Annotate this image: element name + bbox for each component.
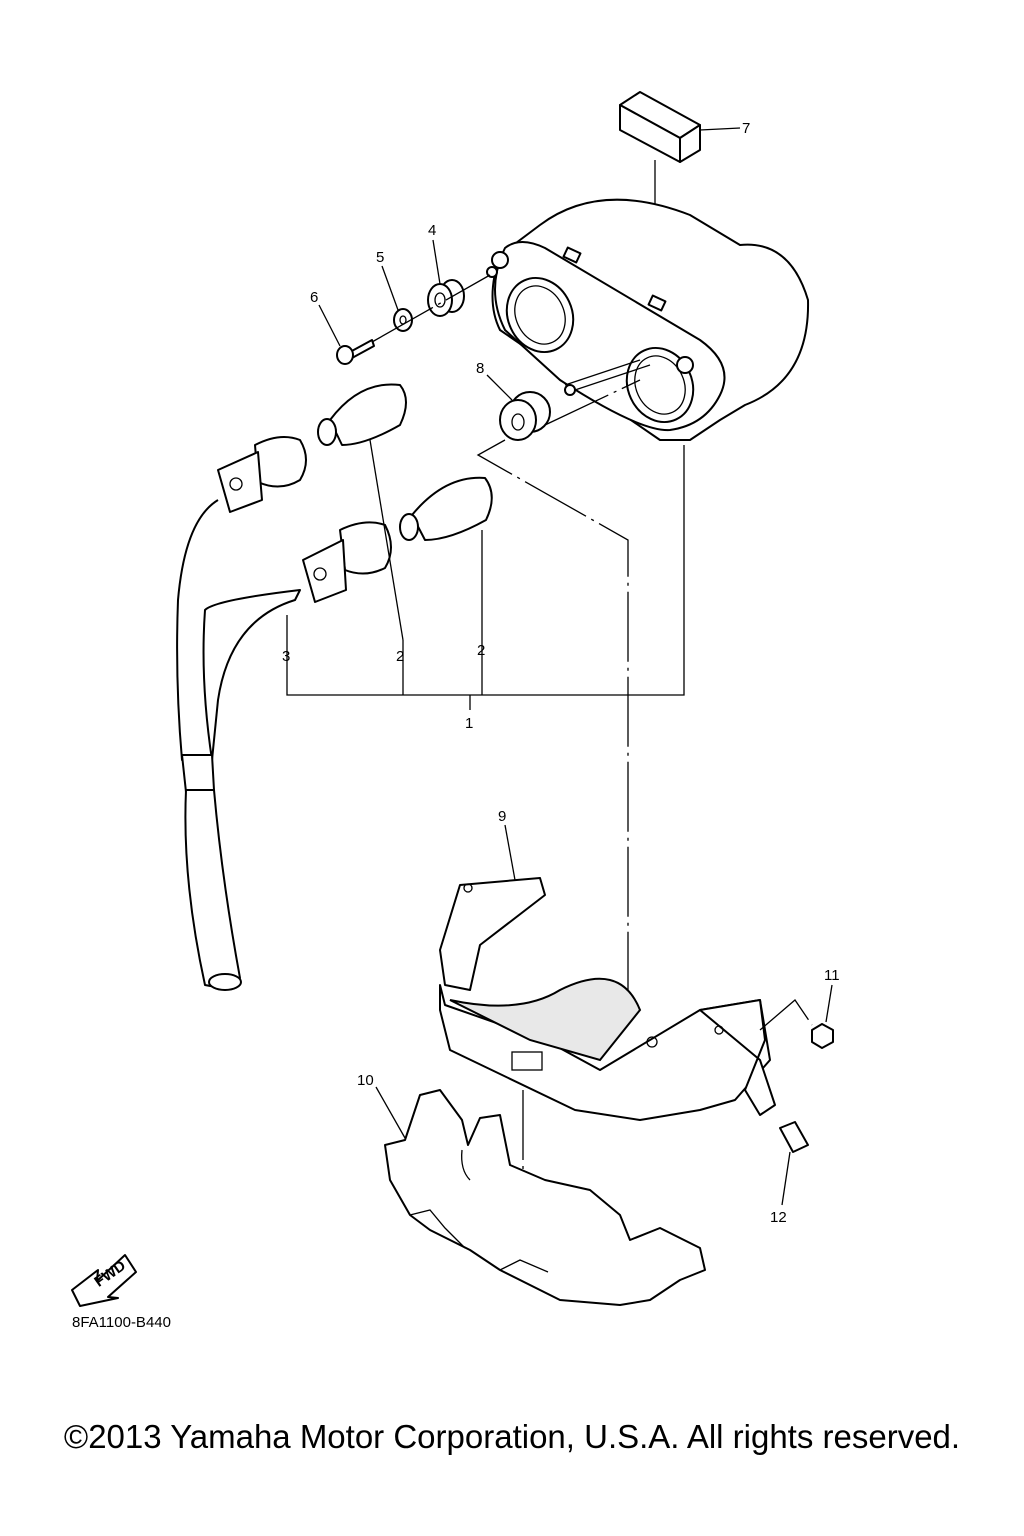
- callout-4: 4: [428, 222, 436, 239]
- part-11-nut: [811, 1023, 834, 1049]
- callout-10: 10: [357, 1072, 374, 1089]
- part-4-grommet: [427, 279, 465, 317]
- part-1-taillight-housing: [486, 198, 810, 441]
- callout-5: 5: [376, 249, 384, 266]
- part-6-screw: [336, 339, 375, 365]
- fwd-arrow-icon: FWD: [71, 1254, 137, 1307]
- callout-11: 11: [824, 967, 840, 984]
- diagram-code: 8FA1100-B440: [72, 1314, 171, 1331]
- callout-7: 7: [742, 120, 750, 137]
- part-8-grommet: [499, 391, 551, 441]
- callout-3: 3: [282, 648, 290, 665]
- callout-2-upper: 2: [396, 648, 404, 665]
- part-7-label-block: [619, 91, 701, 163]
- callout-8: 8: [476, 360, 484, 377]
- part-3-socket-harness: [176, 435, 392, 991]
- part-9-lower-cover: [439, 877, 776, 1121]
- callout-2-lower: 2: [477, 642, 485, 659]
- callout-9: 9: [498, 808, 506, 825]
- callout-12: 12: [770, 1209, 787, 1226]
- part-2-bulb-lower: [399, 476, 493, 541]
- part-10-heat-shield: [384, 1089, 706, 1306]
- part-2-bulb-upper: [317, 383, 407, 446]
- copyright-notice: ©2013 Yamaha Motor Corporation, U.S.A. A…: [63, 1418, 961, 1455]
- callout-1: 1: [465, 715, 473, 732]
- callout-6: 6: [310, 289, 318, 306]
- part-12-clip: [779, 1121, 809, 1153]
